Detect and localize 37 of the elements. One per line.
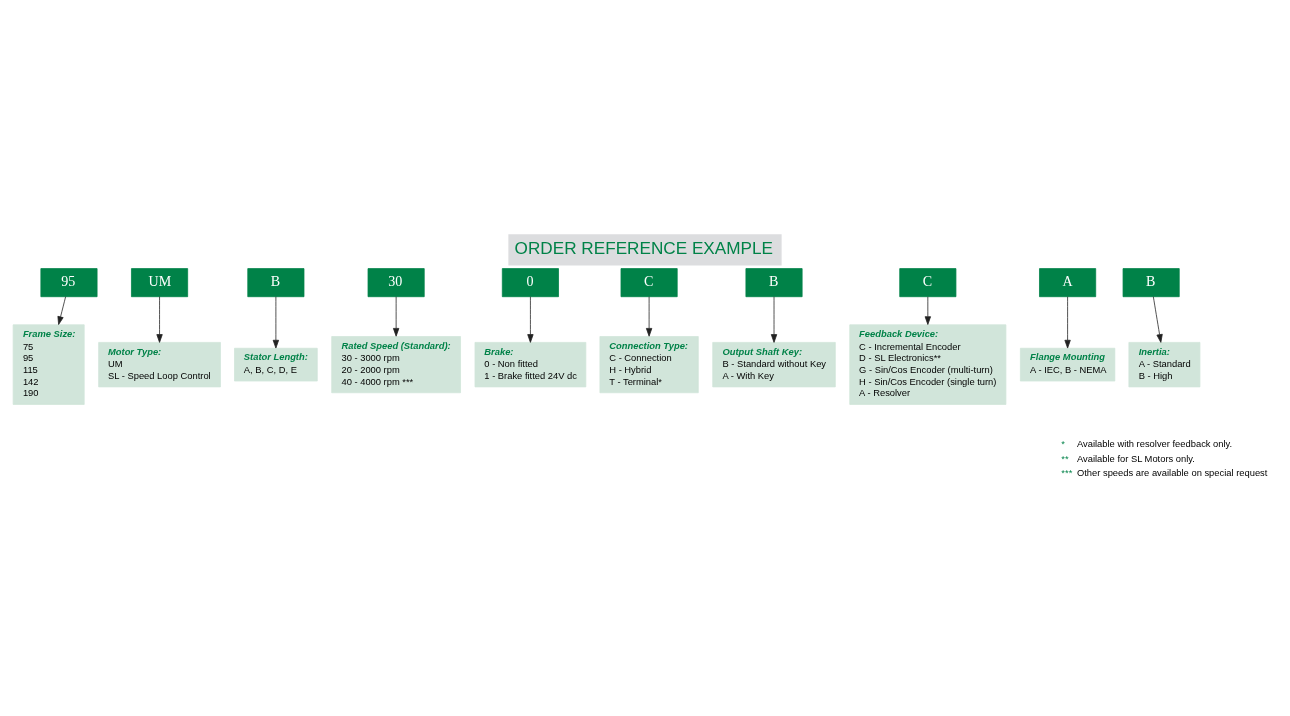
node-box: Feedback Device: C - Incremental Encoder D - SL Electronics** G - Sin/Cos Encoder (multi-turn) H - Sin/Cos Encoder (single turn) A - Resolver	[849, 324, 1007, 405]
node-box: Flange Mounting A - IEC, B - NEMA	[1019, 347, 1116, 382]
label: **	[1061, 453, 1069, 464]
arrow	[646, 296, 653, 337]
arrow	[924, 296, 931, 325]
arrow	[156, 296, 163, 343]
arrow	[393, 296, 400, 337]
label: Available for SL Motors only.	[1076, 453, 1195, 464]
arrow	[1152, 296, 1163, 343]
node-box: C	[899, 268, 957, 298]
arrow	[527, 296, 534, 343]
node-box: UM	[131, 268, 189, 298]
node-box: Stator Length: A, B, C, D, E	[234, 347, 318, 382]
node-box: Connection Type: C - Connection H - Hybrid T - Terminal*	[599, 336, 699, 394]
node-box: B	[247, 268, 305, 298]
node-box: Motor Type: UM SL - Speed Loop Control	[98, 342, 221, 388]
node-box: B	[745, 268, 803, 298]
arrow	[272, 296, 279, 349]
node-box: Rated Speed (Standard): 30 - 3000 rpm 20 - 2000 rpm 40 - 4000 rpm ***	[331, 336, 461, 394]
node-box: 95	[40, 268, 98, 298]
node-box: 30	[367, 268, 425, 298]
arrow	[1064, 296, 1071, 349]
label: *	[1061, 438, 1066, 449]
node-box: Inertia: A - Standard B - High	[1128, 342, 1201, 388]
node-box: C	[620, 268, 678, 298]
node-box: Brake: 0 - Non fitted 1 - Brake fitted 24V dc	[474, 342, 587, 388]
label: ***	[1061, 468, 1073, 479]
node-box: B	[1122, 268, 1180, 298]
node-box: Frame Size: 75 95 115 142 190	[12, 324, 85, 405]
diagram-title: ORDER REFERENCE EXAMPLE	[514, 238, 773, 259]
label: Other speeds are available on special request	[1076, 468, 1268, 479]
node-box: Output Shaft Key: B - Standard without Key A - With Key	[712, 342, 836, 388]
node-box: 0	[501, 268, 559, 298]
arrow	[57, 296, 66, 325]
node-box: A	[1039, 268, 1097, 298]
label: Available with resolver feedback only.	[1076, 438, 1233, 449]
arrow	[770, 296, 778, 343]
